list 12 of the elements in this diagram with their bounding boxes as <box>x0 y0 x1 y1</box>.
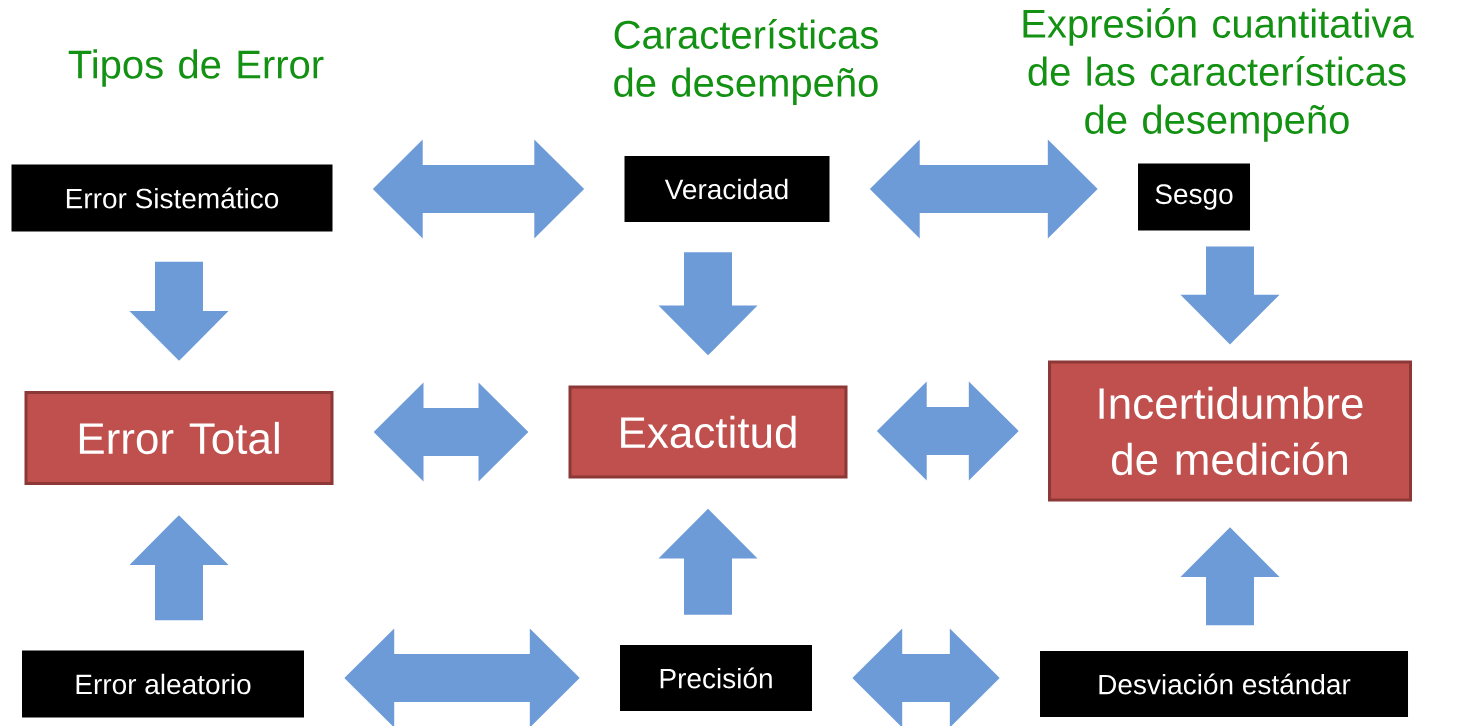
label-box: Precisión <box>620 645 812 711</box>
column-heading: Tipos de Error <box>68 49 324 87</box>
label-box: Desviación estándar <box>1040 651 1408 717</box>
result-box: Error Total <box>24 391 334 485</box>
label-box: Error aleatorio <box>22 650 304 718</box>
result-box: Incertidumbre de medición <box>1048 360 1412 502</box>
column-heading: Expresión cuantitativa de las características de desempeño <box>1023 8 1414 142</box>
result-box: Exactitud <box>568 385 848 479</box>
label-box: Sesgo <box>1138 163 1250 231</box>
label-box: Veracidad <box>624 156 830 222</box>
label-box: Error Sistemático <box>11 164 333 232</box>
column-heading: Características de desempeño <box>614 19 878 105</box>
